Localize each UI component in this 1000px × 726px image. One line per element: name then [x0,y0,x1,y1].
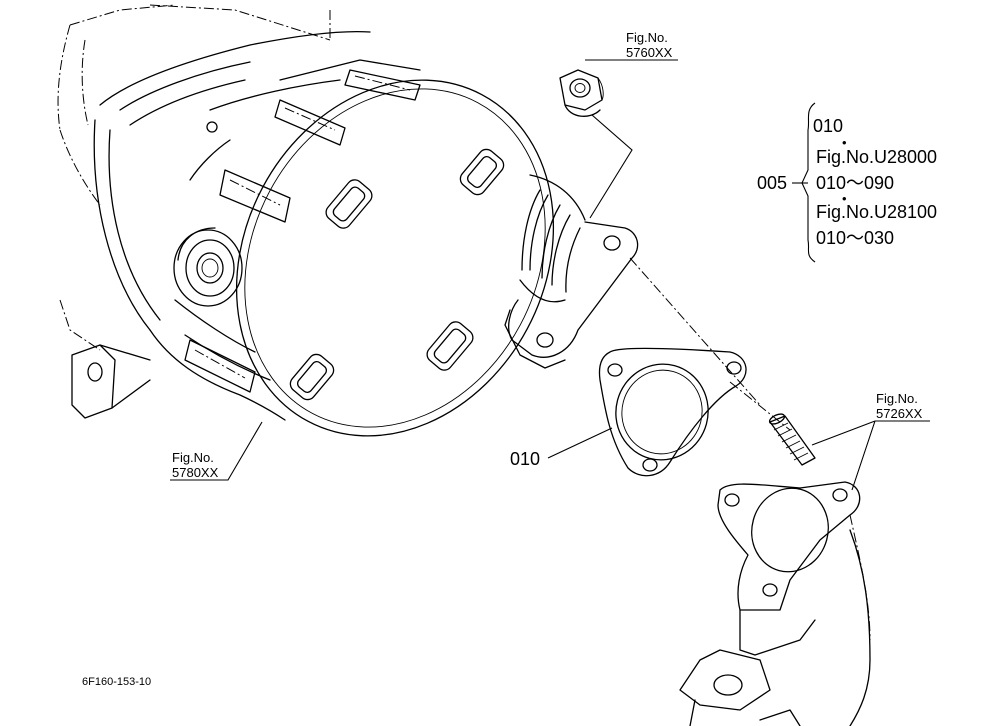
nut-ref-label-2: 5760XX [626,45,673,60]
bracket-row-0: 010 [813,116,844,136]
nut-ref-label-1: Fig.No. [626,30,668,45]
alignment-line-1 [629,257,761,406]
flange-nut [559,69,604,117]
gasket [598,347,747,477]
bracket-row-5: Fig.No.U28100 [816,202,938,222]
bracket-row-4: • [842,191,847,206]
bracket-row-6: 010～030 [816,228,895,248]
gasket-part-number: 010 [510,449,541,469]
bracket-row-3: 010～090 [816,173,895,193]
leader-lines [170,59,930,491]
stud-ref-label-1: Fig.No. [876,391,918,406]
assembly-part-number: 005 [757,173,788,193]
outlet-pipe [504,174,639,369]
filter-body [71,30,555,437]
stud-ref-label-2: 5726XX [876,406,923,421]
stud-bolt [768,413,816,466]
bracket-row-2: Fig.No.U28000 [816,147,938,167]
drawing-code: 6F160-153-10 [82,676,152,688]
manifold-flange [679,481,871,726]
filter-ref-label-1: Fig.No. [172,450,214,465]
filter-ref-label-2: 5780XX [172,465,219,480]
bracket-row-1: • [842,135,847,150]
alignment-line-2 [729,381,791,431]
engine-housing-outline [57,4,331,351]
